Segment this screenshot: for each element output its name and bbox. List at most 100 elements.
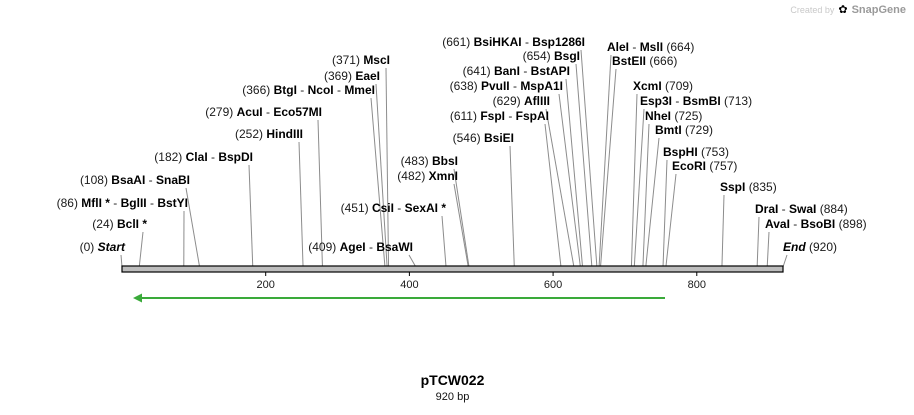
leader-line	[298, 141, 304, 268]
site-label[interactable]: (483) BbsI	[401, 155, 458, 168]
site-label[interactable]: (629) AflIII	[493, 95, 550, 108]
site-enzymes: AflIII	[524, 94, 550, 108]
site-label[interactable]: BstEII (666)	[612, 55, 677, 68]
leader-line	[630, 93, 638, 268]
leader-line	[721, 194, 725, 268]
site-position: (279)	[205, 105, 234, 119]
leader-line	[544, 123, 562, 268]
site-position: (920)	[809, 240, 838, 254]
site-position: (629)	[492, 94, 521, 108]
site-position: (729)	[685, 123, 714, 137]
site-position: (0)	[79, 240, 95, 254]
site-enzymes: AcuI - Eco57MI	[236, 105, 322, 119]
snapgene-logo-icon: ✿	[838, 3, 848, 16]
site-label[interactable]: (546) BsiEI	[453, 132, 514, 145]
leader-line	[138, 231, 144, 268]
site-label[interactable]: AleI - MslI (664)	[607, 41, 694, 54]
site-enzymes: BspHI	[663, 145, 698, 159]
site-position: (666)	[649, 54, 678, 68]
site-enzymes: CsiI - SexAI *	[371, 201, 446, 215]
leader-line	[120, 254, 123, 268]
site-label[interactable]: (366) BtgI - NcoI - MmeI	[242, 84, 375, 97]
site-label[interactable]: (108) BsaAI - SnaBI	[80, 174, 190, 187]
site-enzymes: AgeI - BsaWI	[339, 240, 413, 254]
site-position: (709)	[665, 79, 694, 93]
site-enzymes: BsiEI	[483, 131, 514, 145]
site-position: (182)	[154, 150, 183, 164]
site-position: (638)	[449, 79, 478, 93]
feature-arrow-head	[133, 293, 142, 303]
site-position: (546)	[452, 131, 481, 145]
site-position: (641)	[462, 64, 491, 78]
site-label[interactable]: (638) PvuII - MspA1I	[450, 80, 563, 93]
site-enzymes: MscI	[363, 53, 390, 67]
site-enzymes: Esp3I - BsmBI	[640, 94, 721, 108]
site-position: (664)	[666, 40, 695, 54]
site-label[interactable]: AvaI - BsoBI (898)	[765, 218, 867, 231]
leader-line	[248, 164, 254, 268]
site-label[interactable]: (182) ClaI - BspDI	[154, 151, 253, 164]
site-enzymes: BtgI - NcoI - MmeI	[273, 83, 375, 97]
leader-line	[633, 108, 645, 268]
site-enzymes: AleI - MslI	[607, 40, 664, 54]
site-enzymes: BstEII	[612, 54, 647, 68]
site-position: (757)	[709, 159, 738, 173]
leader-line	[580, 49, 598, 268]
site-label[interactable]: (451) CsiI - SexAI *	[341, 202, 446, 215]
site-label[interactable]: DraI - SwaI (884)	[755, 203, 848, 216]
site-label[interactable]: (369) EaeI	[324, 70, 380, 83]
site-label[interactable]: End (920)	[783, 241, 837, 254]
leader-line	[545, 108, 575, 268]
leader-line	[185, 187, 201, 268]
sequence-bar[interactable]	[121, 265, 784, 273]
leader-line	[558, 93, 581, 268]
site-label[interactable]: (279) AcuI - Eco57MI	[205, 106, 322, 119]
site-position: (483)	[400, 154, 429, 168]
snapgene-brand-text: SnapGene	[851, 4, 906, 16]
site-enzymes: FspI - FspAI	[480, 109, 549, 123]
site-label[interactable]: EcoRI (757)	[672, 160, 737, 173]
site-label[interactable]: (482) XmnI	[397, 170, 458, 183]
map-title-block: pTCW022 920 bp	[122, 372, 783, 403]
leader-line	[441, 215, 447, 268]
site-enzymes: Start	[97, 240, 125, 254]
site-label[interactable]: (24) BclI *	[92, 218, 147, 231]
site-position: (661)	[442, 35, 471, 49]
site-label[interactable]: (371) MscI	[332, 54, 390, 67]
site-position: (835)	[748, 180, 777, 194]
site-label[interactable]: (252) HindIII	[235, 128, 303, 141]
site-position: (86)	[56, 196, 78, 210]
site-label[interactable]: (0) Start	[80, 241, 125, 254]
leader-line	[600, 68, 617, 268]
site-enzymes: AvaI - BsoBI	[765, 217, 836, 231]
site-enzymes: EcoRI	[672, 159, 707, 173]
site-enzymes: BclI *	[116, 217, 147, 231]
leader-line	[375, 83, 388, 268]
site-label[interactable]: SspI (835)	[720, 181, 777, 194]
site-position: (409)	[308, 240, 337, 254]
site-label[interactable]: (611) FspI - FspAI	[450, 110, 549, 123]
plasmid-name: pTCW022	[420, 372, 485, 388]
site-enzymes: BmtI	[655, 123, 682, 137]
site-label[interactable]: XcmI (709)	[633, 80, 693, 93]
site-label[interactable]: (409) AgeI - BsaWI	[308, 241, 413, 254]
site-enzymes: BsiHKAI - Bsp1286I	[473, 35, 585, 49]
site-label[interactable]: BspHI (753)	[663, 146, 729, 159]
site-label[interactable]: Esp3I - BsmBI (713)	[640, 95, 752, 108]
leader-line	[408, 254, 417, 268]
leader-line	[453, 183, 469, 268]
site-position: (654)	[522, 49, 551, 63]
site-label[interactable]: NheI (725)	[645, 110, 702, 123]
site-position: (482)	[397, 169, 426, 183]
site-label[interactable]: (654) BsgI	[523, 50, 580, 63]
site-position: (725)	[674, 109, 703, 123]
site-enzymes: ClaI - BspDI	[185, 150, 253, 164]
site-enzymes: PvuII - MspA1I	[480, 79, 563, 93]
leader-line	[509, 145, 515, 268]
site-label[interactable]: BmtI (729)	[655, 124, 713, 137]
site-label[interactable]: (661) BsiHKAI - Bsp1286I	[442, 36, 585, 49]
site-label[interactable]: (641) BanI - BstAPI	[463, 65, 570, 78]
site-label[interactable]: (86) MflI * - BglII - BstYI	[57, 197, 188, 210]
